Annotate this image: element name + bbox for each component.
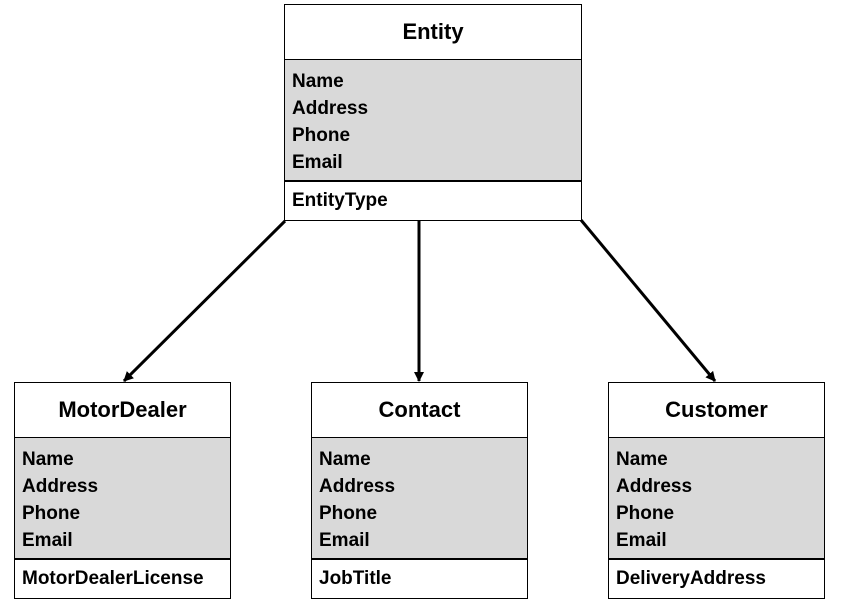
entity-extra-field: EntityType [292, 190, 388, 211]
motordealer-attr-address: Address [22, 476, 99, 497]
entity-attributes: Name Address Phone Email [285, 60, 581, 182]
entity-attr-email: Email [292, 152, 343, 173]
entity-class-name: Entity [285, 5, 581, 60]
motordealer-attr-phone: Phone [22, 503, 81, 524]
contact-attr-email: Email [319, 530, 370, 551]
motordealer-class-name: MotorDealer [15, 383, 230, 438]
contact-extra-section: JobTitle [312, 560, 527, 598]
motordealer-class-box: MotorDealer Name Address Phone Email Mot… [14, 382, 231, 599]
entity-attr-name: Name [292, 71, 344, 92]
contact-attr-name: Name [319, 449, 371, 470]
contact-class-box: Contact Name Address Phone Email JobTitl… [311, 382, 528, 599]
contact-class-name: Contact [312, 383, 527, 438]
customer-class-name: Customer [609, 383, 824, 438]
motordealer-attr-email: Email [22, 530, 73, 551]
motordealer-extra-field: MotorDealerLicense [22, 568, 204, 589]
contact-attr-phone: Phone [319, 503, 378, 524]
entity-class-box: Entity Name Address Phone Email EntityTy… [284, 4, 582, 221]
customer-class-box: Customer Name Address Phone Email Delive… [608, 382, 825, 599]
arrow-entity-to-customer [579, 219, 717, 382]
customer-attr-phone: Phone [616, 503, 675, 524]
motordealer-attributes: Name Address Phone Email [15, 438, 230, 560]
entity-attr-address: Address [292, 98, 369, 119]
contact-extra-field: JobTitle [319, 568, 392, 589]
motordealer-attr-name: Name [22, 449, 74, 470]
customer-attr-email: Email [616, 530, 667, 551]
customer-attr-address: Address [616, 476, 693, 497]
arrow-entity-to-motordealer [122, 219, 287, 383]
entity-attr-phone: Phone [292, 125, 351, 146]
contact-attributes: Name Address Phone Email [312, 438, 527, 560]
contact-attr-address: Address [319, 476, 396, 497]
customer-extra-field: DeliveryAddress [616, 568, 766, 589]
entity-extra-section: EntityType [285, 182, 581, 220]
customer-extra-section: DeliveryAddress [609, 560, 824, 598]
customer-attr-name: Name [616, 449, 668, 470]
customer-attributes: Name Address Phone Email [609, 438, 824, 560]
motordealer-extra-section: MotorDealerLicense [15, 560, 230, 598]
